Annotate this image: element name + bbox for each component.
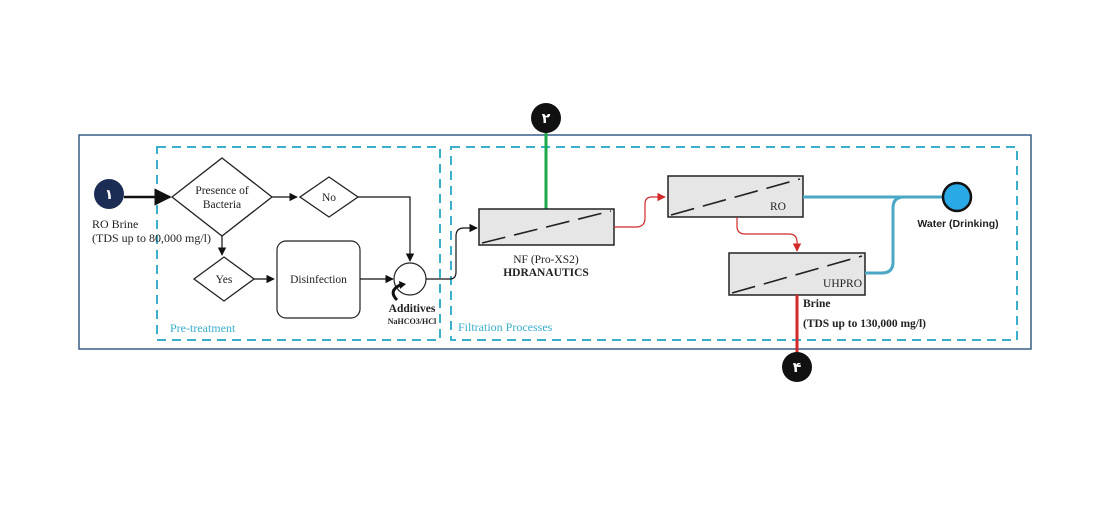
uhpro-to-water-line <box>865 195 905 275</box>
marker-1-label: ١ <box>105 186 114 202</box>
marker-1-circle <box>94 179 124 209</box>
filtration-label: Filtration Processes <box>458 320 553 334</box>
uhpro-label: UHPRO <box>823 278 862 290</box>
marker-2-label: ٢ <box>542 110 551 126</box>
nf-to-ro-line <box>614 192 666 228</box>
water-drinking-label: Water (Drinking) <box>917 218 998 230</box>
brine-tds-label: (TDS up to 130,000 mg/l) <box>803 318 926 330</box>
uhpro-membrane-diagonal <box>731 255 863 294</box>
yes-diamond <box>192 256 256 302</box>
no-to-mixer-line <box>358 196 415 262</box>
presence-of-bacteria-diamond <box>170 157 274 237</box>
nf-label-line1: NF (Pro-XS2) <box>513 254 579 266</box>
marker-4-circle <box>782 352 812 382</box>
marker-4-label: ۴ <box>793 359 802 375</box>
additives-arrowhead <box>399 281 406 289</box>
additives-curved-arrow <box>391 283 401 302</box>
filtration-box <box>450 146 1018 341</box>
ro-membrane-diagonal <box>670 178 801 216</box>
mixer-to-nf-line <box>426 223 478 280</box>
disinfection-label: Disinfection <box>290 274 347 286</box>
yes-label: Yes <box>216 274 233 286</box>
presence-of-bacteria-label-line2: Bacteria <box>203 199 241 211</box>
additives-chemicals-label: NaHCO3/HCl <box>388 317 437 326</box>
ro-to-uhpro-line <box>736 217 802 252</box>
pretreatment-label: Pre-treatment <box>170 321 236 335</box>
ro-brine-label: RO Brine <box>92 217 138 231</box>
additives-label: Additives <box>389 303 436 315</box>
pretreatment-box <box>156 146 441 341</box>
ro-brine-tds-label: (TDS up to 80,000 mg/l) <box>92 231 211 245</box>
marker-2-circle <box>531 103 561 133</box>
ro-label: RO <box>770 201 786 213</box>
water-node <box>941 181 973 213</box>
nf-membrane-diagonal <box>481 210 612 244</box>
brine-label: Brine <box>803 298 830 310</box>
no-label: No <box>322 192 336 204</box>
nf-label-line2: HDRANAUTICS <box>503 267 589 279</box>
no-diamond <box>298 176 360 218</box>
outer-frame <box>78 134 1032 350</box>
additives-mixer <box>393 262 427 296</box>
presence-of-bacteria-label-line1: Presence of <box>195 185 248 197</box>
